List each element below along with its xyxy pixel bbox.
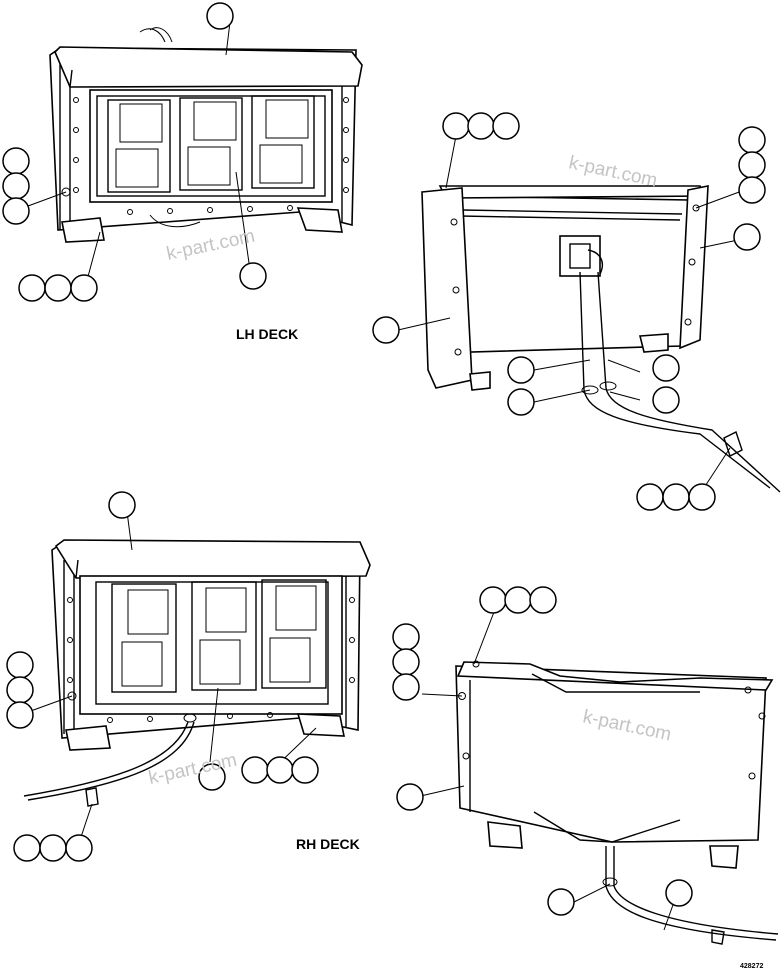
lh-front-bracket-left bbox=[61, 217, 105, 243]
lh-rear-grommet-b bbox=[599, 381, 617, 391]
lh-deck-label: LH DECK bbox=[236, 326, 298, 342]
lh-rear-right-bolts bbox=[684, 204, 700, 326]
lh-deck-rear-view bbox=[372, 112, 781, 511]
rh-rear-top-lip bbox=[456, 661, 774, 691]
lh-rear-left-bolts bbox=[450, 218, 462, 356]
rh-rear-foot-left bbox=[487, 821, 523, 849]
rh-front-digit-3 bbox=[261, 579, 327, 689]
rh-deck-rear-view bbox=[392, 586, 779, 945]
lh-front-side-walls bbox=[59, 60, 343, 230]
rh-rear-leaders bbox=[411, 611, 675, 931]
lh-front-digit-3 bbox=[251, 95, 315, 189]
rh-rear-back-plate bbox=[455, 665, 767, 843]
lh-front-cable-top bbox=[139, 27, 173, 43]
lh-rear-grommet-a bbox=[581, 385, 599, 395]
rh-rear-callout-bubbles bbox=[392, 586, 693, 916]
lh-rear-callout-bubbles bbox=[372, 112, 766, 511]
rh-rear-wire-harness bbox=[533, 811, 681, 843]
rh-rear-cable-clamp bbox=[711, 929, 725, 945]
rh-front-cable-clamp bbox=[85, 787, 99, 807]
rh-front-bracket-right bbox=[296, 713, 345, 737]
lh-front-hood-edge bbox=[69, 69, 73, 88]
lh-front-leaders bbox=[27, 21, 251, 285]
rh-front-hood-edge bbox=[75, 559, 79, 579]
lh-rear-foot-left bbox=[469, 371, 491, 391]
rh-rear-foot-right bbox=[709, 845, 739, 869]
rh-front-hood bbox=[54, 539, 371, 579]
lh-front-hood bbox=[54, 46, 363, 88]
lh-rear-connector bbox=[569, 243, 591, 269]
lh-rear-top-lip bbox=[438, 185, 708, 199]
rh-rear-grommet bbox=[602, 877, 618, 887]
rh-front-callout-bubbles bbox=[6, 491, 319, 862]
rh-rear-bolts bbox=[458, 660, 766, 780]
rh-rear-cable bbox=[605, 846, 779, 941]
rh-front-bracket-left bbox=[65, 725, 111, 751]
lh-front-cable-bottom bbox=[149, 214, 201, 228]
rh-front-grommet bbox=[183, 713, 197, 723]
rh-front-display-window bbox=[79, 575, 343, 715]
lh-front-digit-2 bbox=[179, 97, 243, 191]
lh-rear-right-side-panel bbox=[679, 185, 709, 350]
lh-deck-front-view bbox=[2, 2, 363, 302]
lh-front-callout-bubbles bbox=[2, 2, 267, 302]
lh-rear-connector-plate bbox=[559, 235, 601, 277]
rh-front-bolts bbox=[67, 597, 355, 723]
lh-rear-cable-b bbox=[597, 271, 781, 493]
lh-rear-leaders bbox=[397, 135, 751, 495]
lh-rear-left-side-panel bbox=[421, 187, 473, 389]
watermark-1: k-part.com bbox=[165, 226, 257, 265]
rh-front-digit-1 bbox=[111, 583, 177, 693]
rh-front-side-walls bbox=[63, 560, 347, 734]
lh-rear-top-rail bbox=[459, 209, 683, 221]
drawing-code: 428272 bbox=[740, 963, 763, 970]
rh-front-digit-2 bbox=[191, 581, 257, 691]
rh-deck-label: RH DECK bbox=[296, 836, 360, 852]
lh-rear-elbow-fitting bbox=[587, 249, 604, 275]
lh-front-bracket-right bbox=[296, 207, 343, 233]
lh-front-bolts bbox=[61, 97, 349, 215]
lh-rear-cable-clamp bbox=[723, 431, 743, 457]
rh-front-cable bbox=[23, 721, 195, 801]
lh-front-display-inner bbox=[96, 95, 326, 197]
rh-rear-top-recess bbox=[531, 673, 700, 693]
rh-front-leaders bbox=[27, 503, 317, 841]
rh-deck-front-view bbox=[6, 491, 371, 862]
lh-front-digit-1 bbox=[107, 99, 171, 193]
lh-rear-foot-right bbox=[638, 333, 669, 353]
